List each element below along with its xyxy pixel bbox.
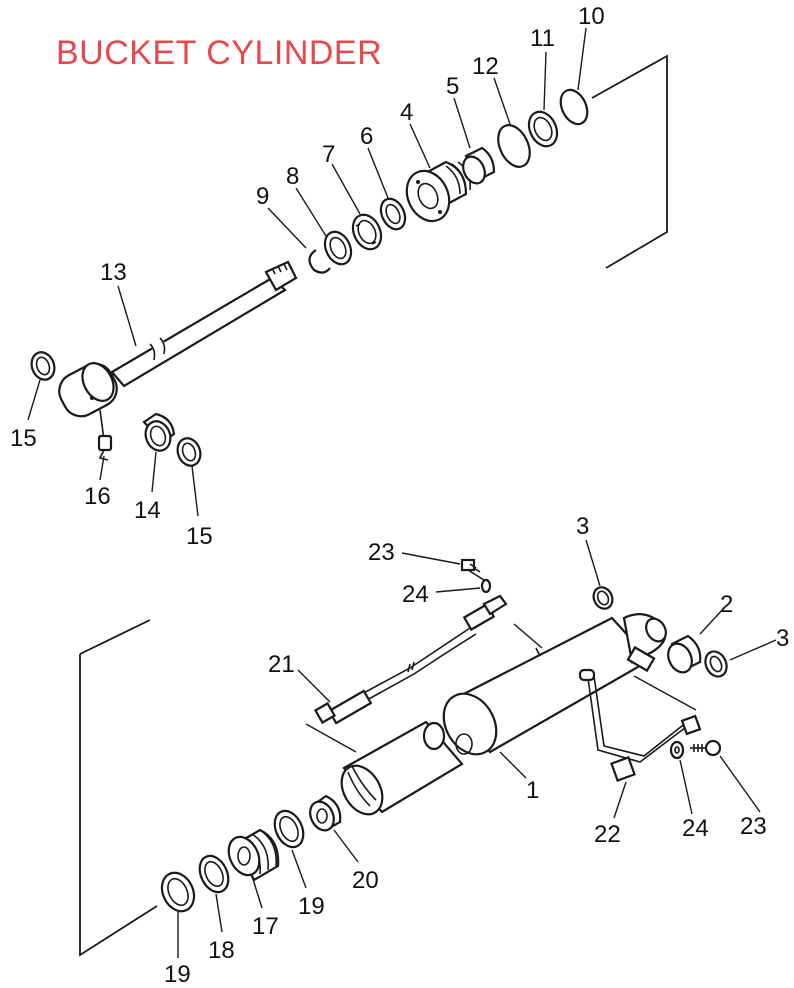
callout-24-top: 24 — [402, 581, 429, 608]
callout-5: 5 — [446, 73, 459, 100]
mounting-bolt-lower — [690, 739, 722, 757]
callout-1: 1 — [526, 777, 539, 804]
cylinder-tube-section — [340, 720, 464, 816]
head-bushing — [462, 146, 496, 185]
callout-21: 21 — [268, 651, 295, 678]
piston — [227, 828, 280, 882]
piston-rod — [58, 260, 298, 418]
callout-4: 4 — [400, 99, 413, 126]
callout-12: 12 — [472, 53, 499, 80]
o-ring-large — [497, 124, 531, 168]
callout-17: 17 — [252, 913, 279, 940]
o-ring-small — [559, 88, 589, 126]
wear-ring-left — [160, 871, 196, 913]
callout-13: 13 — [100, 259, 127, 286]
callout-16: 16 — [84, 483, 111, 510]
mounting-bolt-top — [460, 558, 485, 581]
grease-fitting — [97, 409, 113, 461]
leader-lines — [27, 27, 777, 958]
callout-2: 2 — [720, 591, 733, 618]
callout-24-lower: 24 — [682, 815, 709, 842]
callout-18: 18 — [208, 937, 235, 964]
lower-pipe-assembly — [578, 668, 702, 782]
callout-6: 6 — [360, 123, 373, 150]
cylinder-bushing — [667, 634, 702, 674]
diagram-title: BUCKET CYLINDER — [56, 34, 383, 72]
washer-lower — [669, 740, 685, 760]
callout-19-left: 19 — [164, 961, 191, 988]
callout-19-right: 19 — [298, 893, 325, 920]
rod-bushing — [351, 213, 383, 251]
callout-3-top: 3 — [576, 513, 589, 540]
piston-nut — [309, 794, 342, 832]
washer-top — [480, 578, 492, 594]
callout-3-right: 3 — [776, 625, 789, 652]
cylinder-head — [405, 160, 472, 223]
callout-14: 14 — [134, 497, 161, 524]
backup-ring — [527, 110, 559, 148]
cylinder-dust-seal-right — [704, 650, 728, 678]
pipe-assembly — [313, 594, 508, 725]
wear-ring-right — [273, 809, 305, 849]
callout-22: 22 — [594, 821, 621, 848]
buffer-ring — [379, 197, 407, 231]
cylinder-tube — [442, 613, 667, 756]
piston-seal — [198, 854, 230, 894]
assembly-frame-upper — [591, 54, 668, 269]
assembly-frame-lower — [79, 619, 158, 957]
callout-23-lower: 23 — [740, 813, 767, 840]
dust-seal-left — [30, 351, 56, 381]
callout-7: 7 — [322, 141, 335, 168]
dust-seal-right — [176, 437, 202, 467]
callout-9: 9 — [256, 183, 269, 210]
callout-labels: 10 11 12 5 4 6 7 8 9 13 15 16 14 15 23 2… — [10, 3, 789, 988]
cylinder-dust-seal-top — [592, 586, 614, 610]
bushing — [142, 412, 176, 452]
callout-8: 8 — [286, 163, 299, 190]
assembly-guide-lines — [305, 623, 697, 753]
callout-23-top: 23 — [368, 539, 395, 566]
callout-15-left: 15 — [10, 425, 37, 452]
callout-10: 10 — [578, 3, 605, 30]
callout-20: 20 — [352, 867, 379, 894]
snap-ring — [308, 249, 331, 274]
callout-15-right: 15 — [186, 523, 213, 550]
rod-seal — [323, 230, 353, 266]
callout-11: 11 — [530, 25, 555, 52]
